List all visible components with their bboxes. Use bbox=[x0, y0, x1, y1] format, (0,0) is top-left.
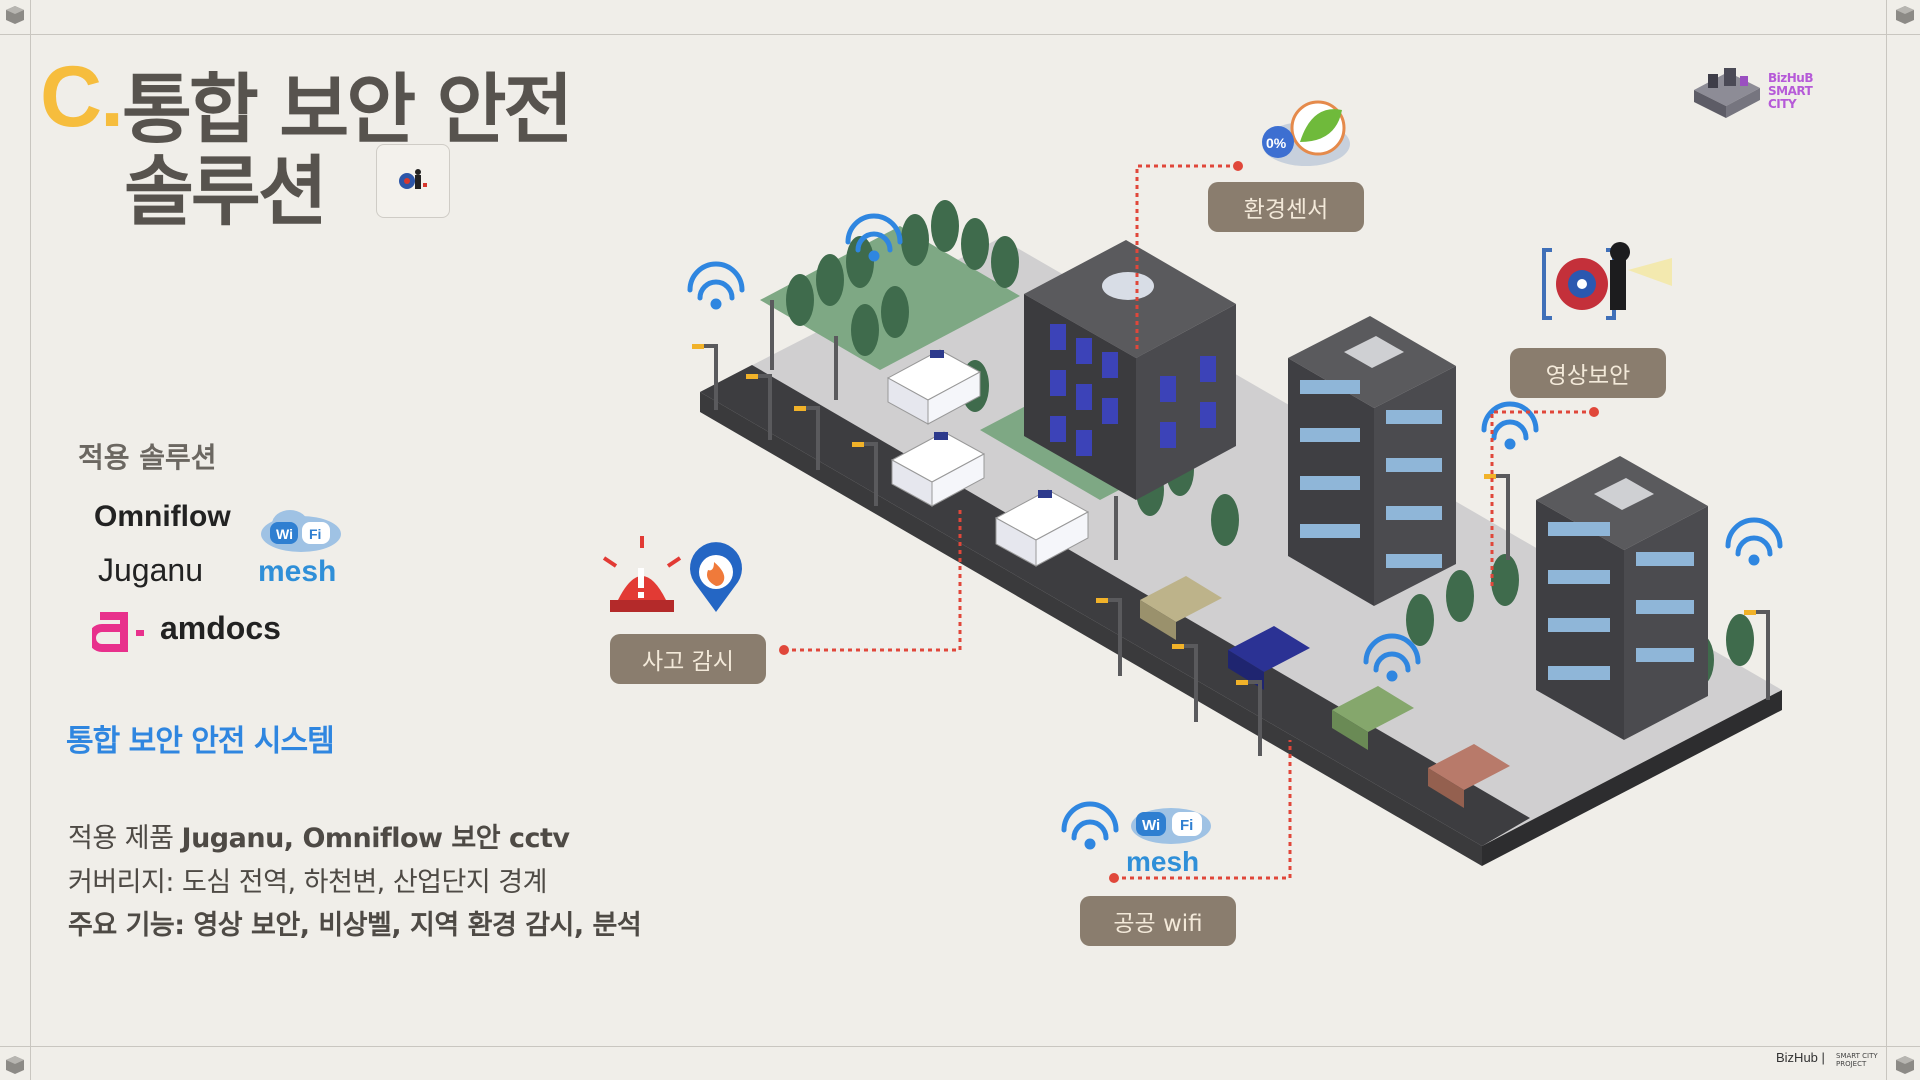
title-line1: 통합 보안 안전 bbox=[122, 65, 573, 154]
security-camera-icon bbox=[399, 169, 427, 189]
sensor-badge-text: 0% bbox=[1266, 135, 1287, 151]
city-block-icon bbox=[1694, 68, 1760, 118]
title-line2: 솔루션 bbox=[124, 147, 328, 236]
amdocs-logo: amdocs bbox=[160, 610, 281, 646]
brand-line1: BizHuB bbox=[1768, 71, 1813, 85]
footer-sub2: PROJECT bbox=[1836, 1060, 1867, 1068]
environment-sensor-icon: 0% bbox=[1262, 100, 1350, 166]
mesh-logo: mesh bbox=[258, 555, 337, 588]
footer-subtitle: SMART CITY PROJECT bbox=[1836, 1052, 1878, 1068]
products-value: Juganu, Omniflow 보안 cctv bbox=[181, 823, 570, 854]
cars bbox=[1140, 576, 1510, 808]
brand-text: BizHuB SMART CITY bbox=[1768, 72, 1840, 111]
amdocs-mark-icon bbox=[92, 612, 144, 652]
cube-icon-top-right bbox=[1896, 6, 1914, 24]
alarm-siren-icon bbox=[602, 536, 682, 612]
wifi-signal-icons bbox=[687, 213, 1783, 850]
location-fire-icon bbox=[690, 542, 742, 612]
environment-sensor-callout: 환경센서 bbox=[1208, 182, 1364, 232]
cube-icon-bottom-left bbox=[6, 1056, 24, 1074]
cube-icon-bottom-right bbox=[1896, 1056, 1914, 1074]
wifi-badge-fi: Fi bbox=[309, 526, 321, 542]
omniflow-logo: Omniflow bbox=[94, 500, 231, 533]
wifi-mesh-badge-icon: Wi Fi bbox=[1131, 808, 1211, 844]
frame-left-line bbox=[30, 0, 31, 1080]
accident-monitor-callout: 사고 감시 bbox=[610, 634, 766, 684]
juganu-logo: Juganu bbox=[98, 552, 203, 588]
frame-top-line bbox=[0, 34, 1920, 35]
callout-connectors bbox=[784, 164, 1594, 880]
title-badge bbox=[376, 144, 450, 218]
products-prefix: 적용 제품 bbox=[68, 823, 182, 854]
features-line: 주요 기능: 영상 보안, 비상벨, 지역 환경 감시, 분석 bbox=[68, 910, 642, 941]
footer-brand: BizHub | bbox=[1776, 1050, 1825, 1065]
frame-right-line bbox=[1886, 0, 1887, 1080]
footer-brand-text: BizHub bbox=[1776, 1050, 1818, 1065]
mesh-badge-fi: Fi bbox=[1180, 817, 1193, 834]
mesh-badge-wi: Wi bbox=[1142, 817, 1160, 834]
system-heading: 통합 보안 안전 시스템 bbox=[66, 724, 335, 759]
products-line: 적용 제품 Juganu, Omniflow 보안 cctv bbox=[68, 816, 570, 855]
brand-logo: BizHuB SMART CITY bbox=[1690, 56, 1840, 126]
brand-line2: SMART CITY bbox=[1768, 84, 1813, 111]
public-wifi-callout: 공공 wifi bbox=[1080, 896, 1236, 946]
video-security-icon bbox=[1542, 242, 1672, 320]
video-security-callout: 영상보안 bbox=[1510, 348, 1666, 398]
wifi-mesh-label: mesh bbox=[1126, 846, 1200, 877]
applied-solutions-label: 적용 솔루션 bbox=[78, 441, 217, 474]
wifi-badge-wi: Wi bbox=[276, 526, 293, 542]
cube-icon-top-left bbox=[6, 6, 24, 24]
footer-sub1: SMART CITY bbox=[1836, 1052, 1878, 1060]
coverage-line: 커버리지: 도심 전역, 하천변, 산업단지 경계 bbox=[68, 867, 547, 898]
ambulances bbox=[886, 349, 1090, 567]
title-letter: C. bbox=[40, 49, 124, 145]
wifi-cloud-icon: Wi Fi bbox=[261, 510, 341, 552]
frame-bottom-line bbox=[0, 1046, 1920, 1047]
